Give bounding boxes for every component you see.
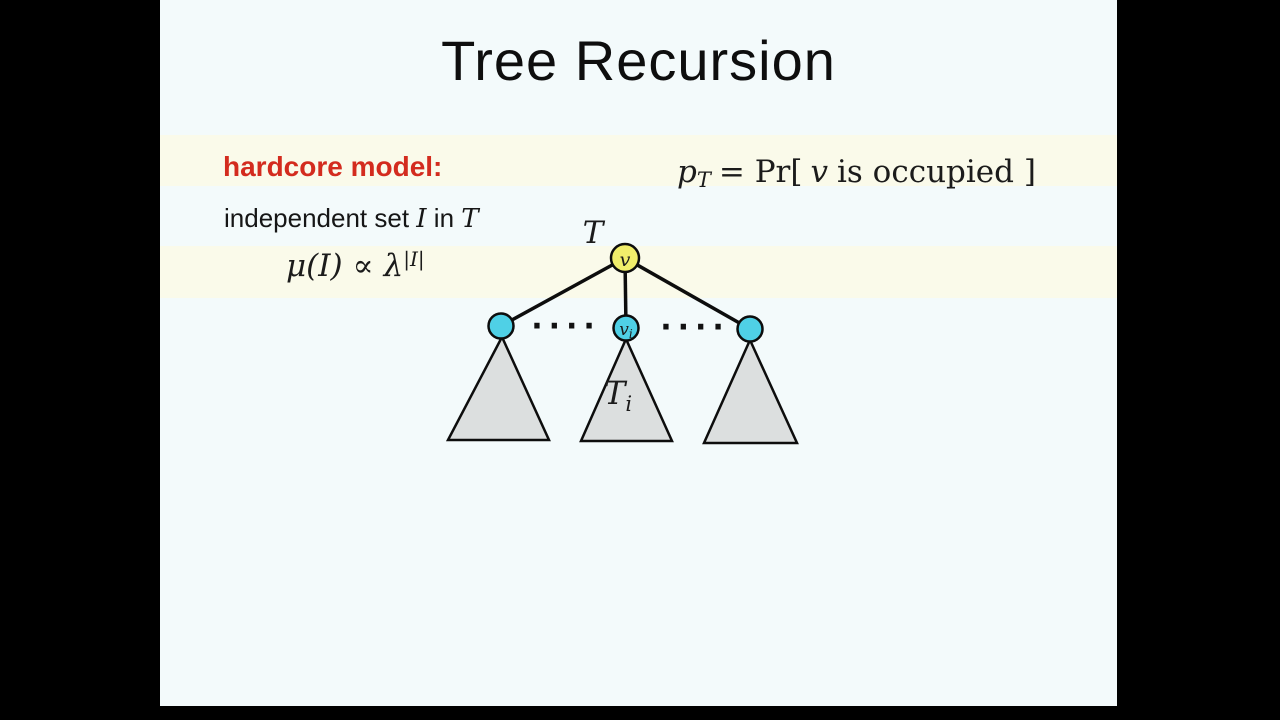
independent-set-text: independent set I in T: [224, 203, 479, 234]
subtree-triangle-middle: [579, 335, 674, 443]
slide: Tree Recursion hardcore model: independe…: [160, 0, 1117, 706]
child-node-right: [736, 315, 764, 343]
subtree-label-base: T: [604, 374, 628, 412]
var-T: T: [461, 204, 479, 234]
edge-root-left: [500, 256, 626, 328]
propto-symbol: ∝: [352, 248, 374, 284]
child-label-base: v: [619, 320, 629, 340]
slide-title: Tree Recursion: [441, 29, 836, 92]
subtree-label-sub: i: [625, 392, 632, 416]
highlight-band-top: [160, 135, 1117, 186]
ellipsis-dots-left: ····: [531, 309, 601, 344]
subtree-label: Ti: [604, 374, 632, 416]
subtree-triangle-right: [702, 336, 799, 445]
hardcore-model-label: hardcore model:: [223, 151, 443, 182]
mu-lhs: μ(I): [286, 248, 343, 284]
tree-diagram: ···· ···· T v vi Ti: [445, 215, 799, 445]
subtree-triangle-left: [445, 334, 551, 442]
pt-v: v: [810, 154, 828, 190]
tree-label-T: T: [583, 215, 606, 251]
lambda-symbol: λ: [383, 248, 404, 284]
ellipsis-dots-right: ····: [660, 310, 730, 345]
child-node-left: [487, 312, 515, 340]
edge-root-right: [624, 256, 751, 331]
independent-set-prefix: independent set: [224, 203, 417, 233]
independent-set-middle: in: [426, 203, 462, 233]
root-node-label: v: [620, 249, 631, 271]
pt-p: p: [677, 154, 697, 190]
root-node: [609, 242, 641, 274]
pt-sub: T: [696, 168, 711, 192]
pt-rest: is occupied ]: [837, 154, 1036, 190]
var-I: I: [416, 204, 427, 234]
mu-formula: μ(I)∝λ|I|: [286, 247, 425, 284]
child-node-middle-label: vi: [619, 320, 633, 341]
child-label-sub: i: [629, 327, 633, 341]
mu-exponent: |I|: [403, 247, 425, 271]
pt-equals: = Pr[: [718, 154, 803, 190]
child-node-middle: [612, 314, 640, 342]
